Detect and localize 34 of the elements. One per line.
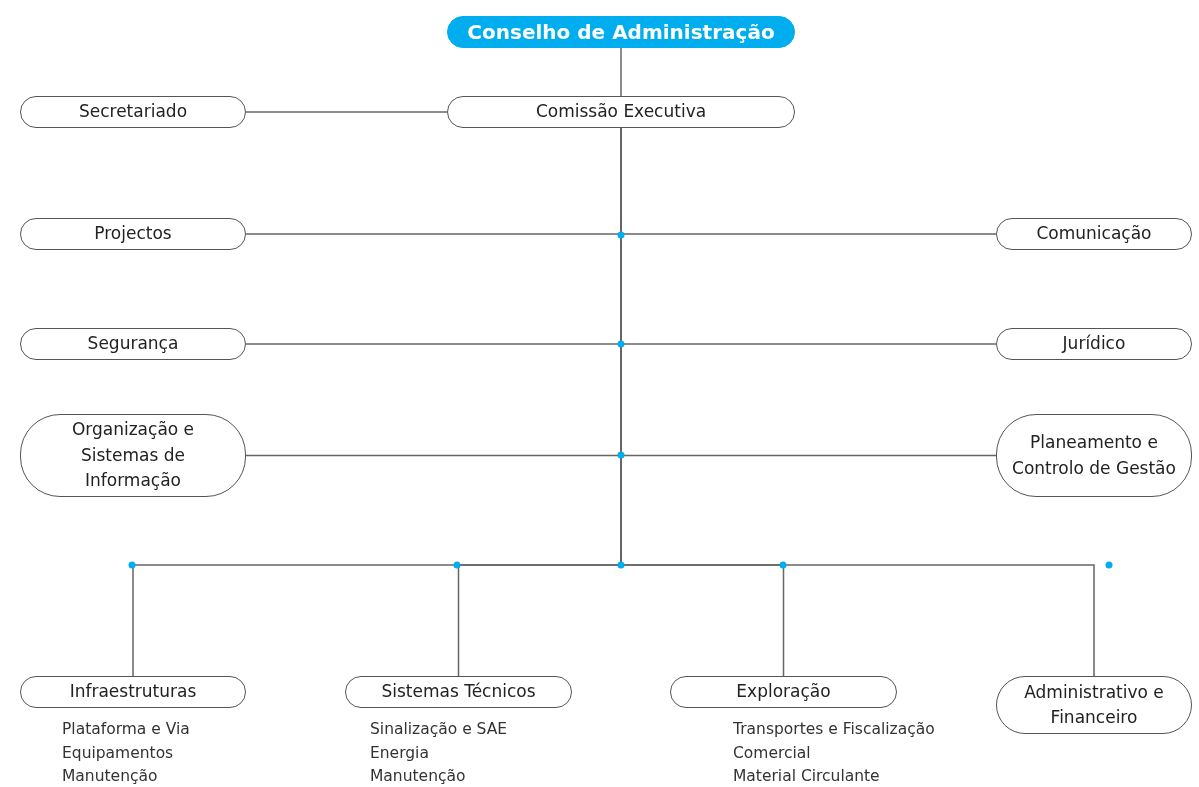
unit-name: Projectos xyxy=(94,222,172,246)
unit-name: Sistemas Técnicos xyxy=(381,680,536,704)
org-unit-box xyxy=(996,218,1192,250)
org-unit-box xyxy=(447,96,795,128)
sub-unit-text: Material Circulante xyxy=(733,766,881,787)
unit-name: Organização e Sistemas de Informação xyxy=(70,418,196,493)
org-unit-box xyxy=(20,328,246,360)
sub-unit-text: Equipamentos xyxy=(62,742,175,764)
connector-line xyxy=(245,111,448,113)
unit-name: Comissão Executiva xyxy=(535,100,707,124)
unit-name: Comunicação xyxy=(1036,222,1152,246)
org-unit-box xyxy=(20,218,246,250)
org-unit-box xyxy=(20,676,246,708)
org-unit-box xyxy=(447,16,795,48)
unit-name: Jurídico xyxy=(1062,332,1126,356)
connector-line xyxy=(620,47,622,97)
sub-unit-text: Comercial xyxy=(733,742,812,764)
sub-unit-text: Manutenção xyxy=(370,766,467,787)
unit-name: Secretariado xyxy=(78,100,188,124)
sub-unit-text: Manutenção xyxy=(62,766,159,787)
org-unit-box xyxy=(20,96,246,128)
org-unit-box xyxy=(345,676,572,708)
org-unit-box xyxy=(996,328,1192,360)
unit-name: Planeamento e Controlo de Gestão xyxy=(1011,431,1177,480)
unit-name: Administrativo e Financeiro xyxy=(1023,680,1165,729)
unit-name: Infraestruturas xyxy=(69,680,197,704)
sub-unit-text: Transportes e Fiscalização xyxy=(733,719,935,740)
sub-unit-text: Sinalização e SAE xyxy=(370,719,508,740)
unit-name: Segurança xyxy=(87,332,179,356)
unit-name: Conselho de Administração xyxy=(467,19,775,46)
sub-unit-text: Plataforma e Via xyxy=(62,719,190,740)
sub-unit-text: Energia xyxy=(370,742,430,764)
org-unit-box xyxy=(670,676,897,708)
unit-name: Exploração xyxy=(736,680,831,704)
